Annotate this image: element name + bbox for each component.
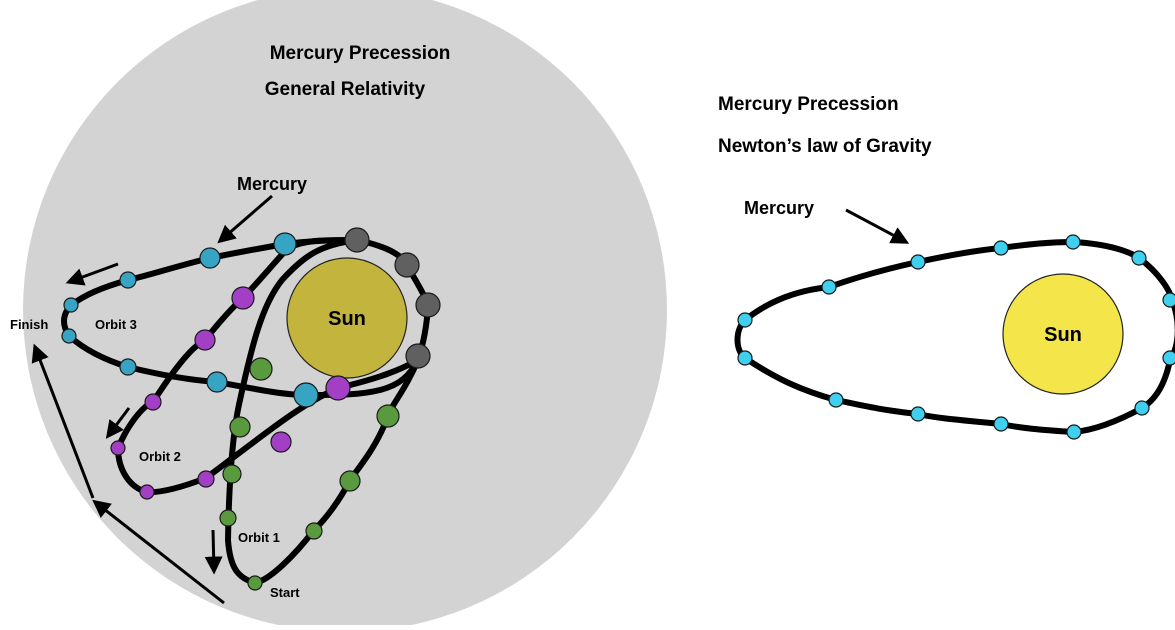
- sun-left-label: Sun: [328, 308, 366, 330]
- mercury-dot-orbit-3: [120, 359, 136, 375]
- mercury-dot-orbit-1: [223, 465, 241, 483]
- finish-label: Finish: [10, 317, 48, 332]
- newton-mercury-dot: [994, 241, 1008, 255]
- mercury-dot-orbit-3: [200, 248, 220, 268]
- orbit-1-label: Orbit 1: [238, 530, 280, 545]
- mercury-dot-orbit-1: [377, 405, 399, 427]
- mercury-dot-orbit-3: [207, 372, 227, 392]
- newton-mercury-dot: [1163, 351, 1175, 365]
- newton-mercury-dot: [738, 351, 752, 365]
- mercury-dot-orbit-1: [220, 510, 236, 526]
- mercury-dot-orbit-3: [62, 329, 76, 343]
- mercury-dot-orbit-1: [230, 417, 250, 437]
- mercury-dot-orbit-2: [326, 376, 350, 400]
- newton-mercury-dot: [829, 393, 843, 407]
- newton-mercury-dot: [822, 280, 836, 294]
- mercury-dot-orbit-3: [64, 298, 78, 312]
- mercury-dot-orbit-2: [195, 330, 215, 350]
- start-label: Start: [270, 585, 300, 600]
- mercury-dot-orbit-2: [145, 394, 161, 410]
- mercury-dot-shared: [406, 344, 430, 368]
- mercury-dot-shared: [416, 293, 440, 317]
- newton-mercury-dot: [1066, 235, 1080, 249]
- mercury-dot-orbit-1: [340, 471, 360, 491]
- newton-mercury-label: Mercury: [744, 198, 814, 218]
- newton-mercury-dot: [911, 255, 925, 269]
- gr-title-line2: General Relativity: [265, 79, 426, 100]
- newton-mercury-dot: [1067, 425, 1081, 439]
- mercury-dot-orbit-2: [198, 471, 214, 487]
- newton-title-line2: Newton’s law of Gravity: [718, 136, 932, 157]
- newton-mercury-dot: [1132, 251, 1146, 265]
- mercury-dot-shared: [345, 228, 369, 252]
- newton-mercury-dot: [911, 407, 925, 421]
- sun-right-label: Sun: [1044, 324, 1082, 346]
- newton-mercury-pointer-arrow: [846, 210, 906, 242]
- orbit-1-direction-arrow: [213, 530, 214, 571]
- newton-mercury-dot: [1135, 401, 1149, 415]
- mercury-dot-orbit-3: [274, 233, 296, 255]
- mercury-dot-orbit-2: [232, 287, 254, 309]
- general-relativity-panel: Mercury Precession General Relativity Su…: [10, 0, 667, 625]
- mercury-dot-orbit-1: [306, 523, 322, 539]
- mercury-dot-orbit-2: [111, 441, 125, 455]
- newton-mercury-dot: [994, 417, 1008, 431]
- mercury-dot-orbit-3: [294, 383, 318, 407]
- newton-title-line1: Mercury Precession: [718, 94, 899, 115]
- mercury-dot-orbit-1: [248, 576, 262, 590]
- newton-mercury-dot: [1163, 293, 1175, 307]
- gr-mercury-label: Mercury: [237, 174, 307, 194]
- mercury-dot-orbit-2: [140, 485, 154, 499]
- mercury-dot-shared: [395, 253, 419, 277]
- orbit-2-label: Orbit 2: [139, 449, 181, 464]
- newton-panel: Mercury Precession Newton’s law of Gravi…: [718, 94, 1175, 439]
- mercury-dot-orbit-3: [120, 272, 136, 288]
- newton-mercury-dot: [738, 313, 752, 327]
- mercury-dot-orbit-2: [271, 432, 291, 452]
- gr-title-line1: Mercury Precession: [270, 43, 451, 64]
- orbit-3-label: Orbit 3: [95, 317, 137, 332]
- mercury-dot-orbit-1: [250, 358, 272, 380]
